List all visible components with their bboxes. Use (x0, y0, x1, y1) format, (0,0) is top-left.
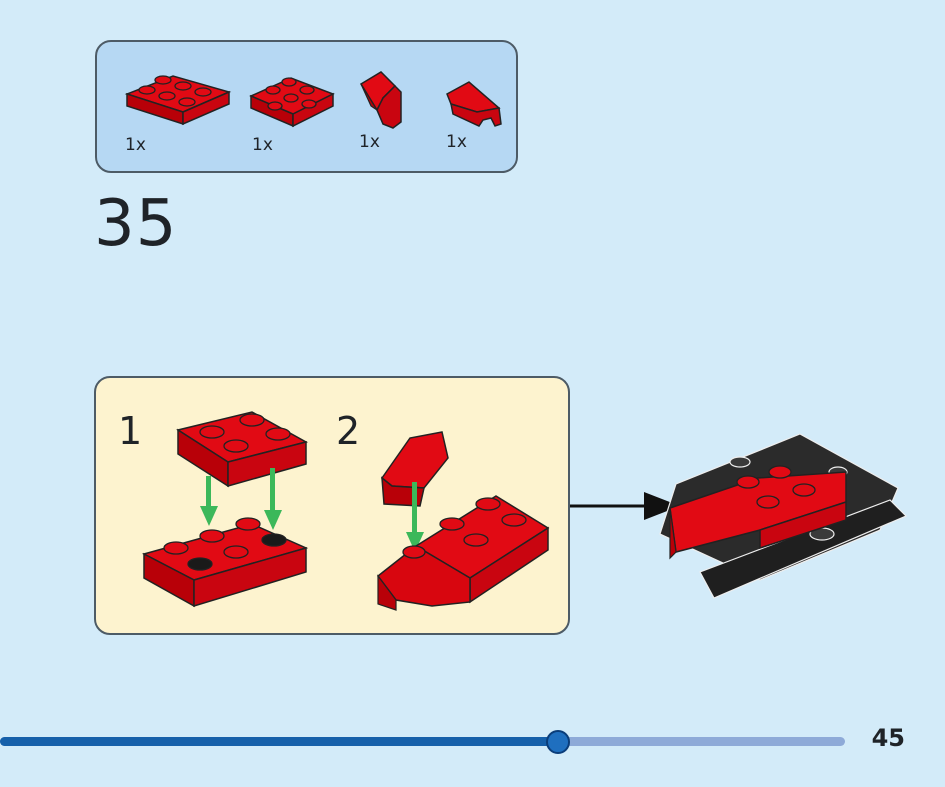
parts-list-box: 1x 1x 1x 1x (95, 40, 518, 173)
part-qty: 1x (252, 135, 273, 155)
substep-label: 2 (336, 409, 361, 453)
part-wedge-right-icon (446, 81, 502, 127)
sub-assembly-box: 1 2 (94, 376, 570, 635)
progress-bar (0, 730, 845, 754)
progress-fill (0, 737, 558, 746)
part-qty: 1x (446, 132, 467, 152)
part-plate-2x3-icon (124, 75, 232, 126)
substep-label: 1 (118, 409, 143, 453)
part-plate-2x3-icon (249, 77, 335, 128)
part-wedge-left-icon (359, 71, 402, 129)
substep-2-illustration (376, 431, 550, 611)
assembled-model-illustration (659, 433, 908, 599)
attach-arrow-icon (570, 492, 680, 520)
part-qty: 1x (359, 132, 380, 152)
part-qty: 1x (125, 135, 146, 155)
substep-1-illustration (141, 411, 309, 608)
progress-knob[interactable] (545, 730, 570, 754)
step-number: 35 (94, 187, 178, 261)
page-number: 45 (871, 724, 905, 752)
